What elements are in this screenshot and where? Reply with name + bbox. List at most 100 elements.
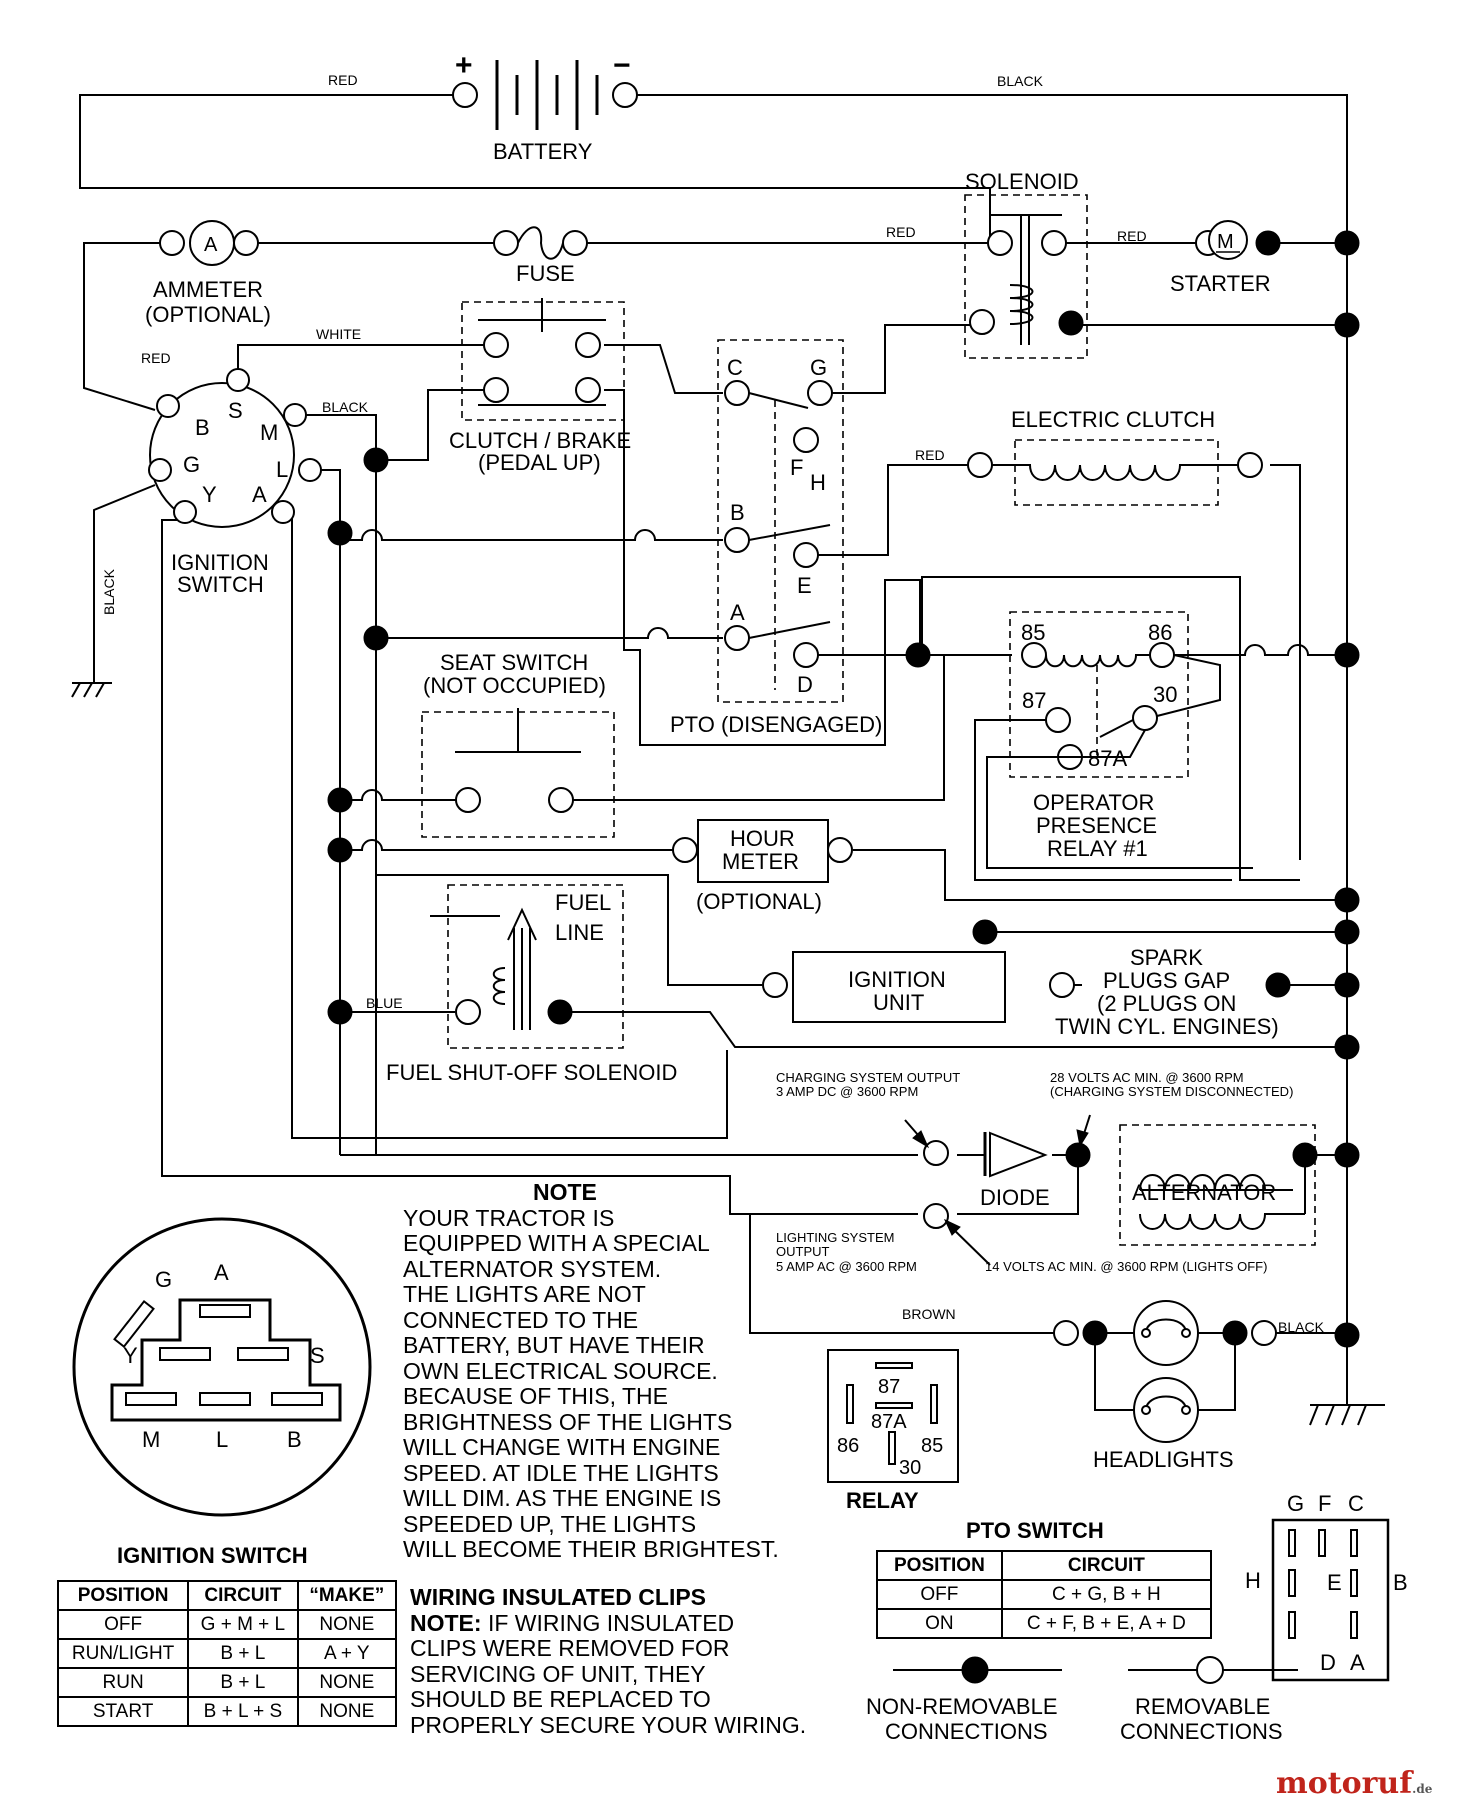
spark-label-3: (2 PLUGS ON	[1097, 991, 1236, 1016]
wire-label-red: RED	[141, 350, 171, 366]
clutch-brake-switch: CLUTCH / BRAKE (PEDAL UP)	[449, 298, 631, 475]
battery-minus: −	[613, 49, 631, 82]
spark-label-2: PLUGS GAP	[1103, 968, 1230, 993]
ignition-switch: B S M G L Y A IGNITION SWITCH	[148, 368, 322, 597]
wire-label-red: RED	[328, 72, 358, 88]
note-line: BATTERY, BUT HAVE THEIR	[403, 1332, 705, 1358]
electric-clutch: ELECTRIC CLUTCH	[967, 407, 1263, 506]
spark-label: SPARK	[1130, 945, 1203, 970]
pto-face-a: A	[1350, 1650, 1365, 1675]
table-cell: C + G, B + H	[1000, 1579, 1213, 1610]
table-cell: ON	[876, 1608, 1003, 1639]
junction	[905, 642, 931, 668]
junction	[327, 520, 353, 546]
note-line: BECAUSE OF THIS, THE	[403, 1383, 668, 1409]
ignition-unit-label-2: UNIT	[873, 990, 924, 1015]
operator-presence-relay: 85 86 87 30 87A OPERATOR PRESENCE RELAY …	[1009, 611, 1221, 861]
relay: 87 87A 86 85 30 RELAY	[827, 1349, 959, 1513]
pto-label: PTO (DISENGAGED)	[670, 712, 882, 737]
ign-terminal-b: B	[195, 415, 210, 440]
table-cell: NONE	[296, 1609, 398, 1640]
table-cell: B + L	[187, 1667, 299, 1698]
ground-connection	[1334, 887, 1360, 913]
relay1-terminal-87a: 87A	[1088, 746, 1127, 771]
note-line: YOUR TRACTOR IS	[403, 1204, 615, 1231]
ign-face-g: G	[155, 1267, 172, 1292]
clips-line: SERVICING OF UNIT, THEY	[410, 1660, 706, 1687]
pto-terminal-g: G	[810, 355, 827, 380]
ign-terminal-g: G	[183, 452, 200, 477]
wire-label-black: BLACK	[101, 568, 117, 615]
electric-clutch-label: ELECTRIC CLUTCH	[1011, 407, 1215, 432]
table-cell: B + L + S	[187, 1696, 299, 1727]
fuel-line-label: FUEL	[555, 890, 611, 915]
ammeter: A AMMETER (OPTIONAL)	[145, 220, 271, 327]
lighting-output: LIGHTING SYSTEM OUTPUT 5 AMP AC @ 3600 R…	[776, 1203, 1267, 1274]
wire-label-brown: BROWN	[902, 1306, 956, 1322]
wire-label-white: WHITE	[316, 326, 361, 342]
table-cell: START	[56, 1696, 190, 1727]
pto-face-g: G	[1287, 1491, 1304, 1516]
note-line: OWN ELECTRICAL SOURCE.	[403, 1357, 718, 1384]
junction	[327, 787, 353, 813]
ground-connection	[1334, 919, 1360, 945]
ign-face-m: M	[142, 1427, 160, 1452]
operator-relay-label: OPERATOR	[1033, 790, 1154, 815]
note-line: WILL DIM. AS THE ENGINE IS	[403, 1485, 722, 1511]
ac14-label: 14 VOLTS AC MIN. @ 3600 RPM (LIGHTS OFF)	[985, 1259, 1267, 1274]
charging-output-label: CHARGING SYSTEM OUTPUT	[776, 1070, 960, 1085]
legend-removable-2: CONNECTIONS	[1120, 1719, 1283, 1744]
clips-line: PROPERLY SECURE YOUR WIRING.	[410, 1711, 807, 1738]
seat-switch-state: (NOT OCCUPIED)	[423, 673, 606, 698]
relay-pin-30: 30	[899, 1457, 921, 1479]
headlights: HEADLIGHTS	[1053, 1300, 1360, 1472]
seat-switch-label: SEAT SWITCH	[440, 650, 588, 675]
table-header-row: POSITION CIRCUIT “MAKE”	[56, 1580, 398, 1611]
ground-symbol	[71, 670, 112, 698]
ign-terminal-a: A	[252, 482, 267, 507]
watermark: motoruf.de	[1276, 1766, 1432, 1801]
pto-terminal-d: D	[797, 672, 813, 697]
pto-terminal-b: B	[730, 500, 745, 525]
wire-label-red: RED	[1117, 228, 1147, 244]
table-cell: A + Y	[296, 1638, 398, 1669]
ign-face-a: A	[214, 1260, 229, 1285]
battery-plus: +	[455, 49, 473, 82]
legend: NON-REMOVABLE CONNECTIONS REMOVABLE CONN…	[866, 1656, 1298, 1744]
ac28-label-2: (CHARGING SYSTEM DISCONNECTED)	[1050, 1084, 1293, 1099]
table-header: POSITION	[56, 1580, 190, 1611]
wire-label-black: BLACK	[997, 73, 1044, 89]
pto-switch-table-title: PTO SWITCH	[966, 1518, 1104, 1543]
legend-non-removable-2: CONNECTIONS	[885, 1719, 1048, 1744]
table-header-row: POSITION CIRCUIT	[876, 1550, 1213, 1581]
pto-switch: C G F H B E A D PTO (DISENGAGED)	[670, 339, 882, 737]
ammeter-label: AMMETER	[153, 277, 263, 302]
spark-plugs: SPARK PLUGS GAP (2 PLUGS ON TWIN CYL. EN…	[1055, 945, 1360, 1039]
wires	[72, 94, 1385, 1411]
ign-face-b: B	[287, 1427, 302, 1452]
ac28-label: 28 VOLTS AC MIN. @ 3600 RPM	[1050, 1070, 1244, 1085]
pto-terminal-a: A	[730, 600, 745, 625]
clips-line: CLIPS WERE REMOVED FOR	[410, 1635, 730, 1661]
ign-face-l: L	[216, 1427, 228, 1452]
hour-meter: HOUR METER (OPTIONAL)	[672, 819, 853, 914]
diode: DIODE 28 VOLTS AC MIN. @ 3600 RPM (CHARG…	[980, 1070, 1293, 1210]
ign-terminal-l: L	[276, 457, 288, 482]
relay1-terminal-86: 86	[1148, 620, 1172, 645]
note-title: NOTE	[533, 1179, 597, 1205]
ign-terminal-s: S	[228, 398, 243, 423]
junction	[363, 625, 389, 651]
solenoid: SOLENOID	[964, 169, 1088, 359]
note-line: ALTERNATOR SYSTEM.	[403, 1255, 662, 1282]
lighting-output-label-3: 5 AMP AC @ 3600 RPM	[776, 1259, 917, 1274]
ign-face-s: S	[310, 1343, 325, 1368]
starter: M STARTER	[1170, 220, 1360, 296]
note-line: THE LIGHTS ARE NOT	[403, 1281, 646, 1307]
seat-switch: SEAT SWITCH (NOT OCCUPIED)	[421, 650, 615, 838]
